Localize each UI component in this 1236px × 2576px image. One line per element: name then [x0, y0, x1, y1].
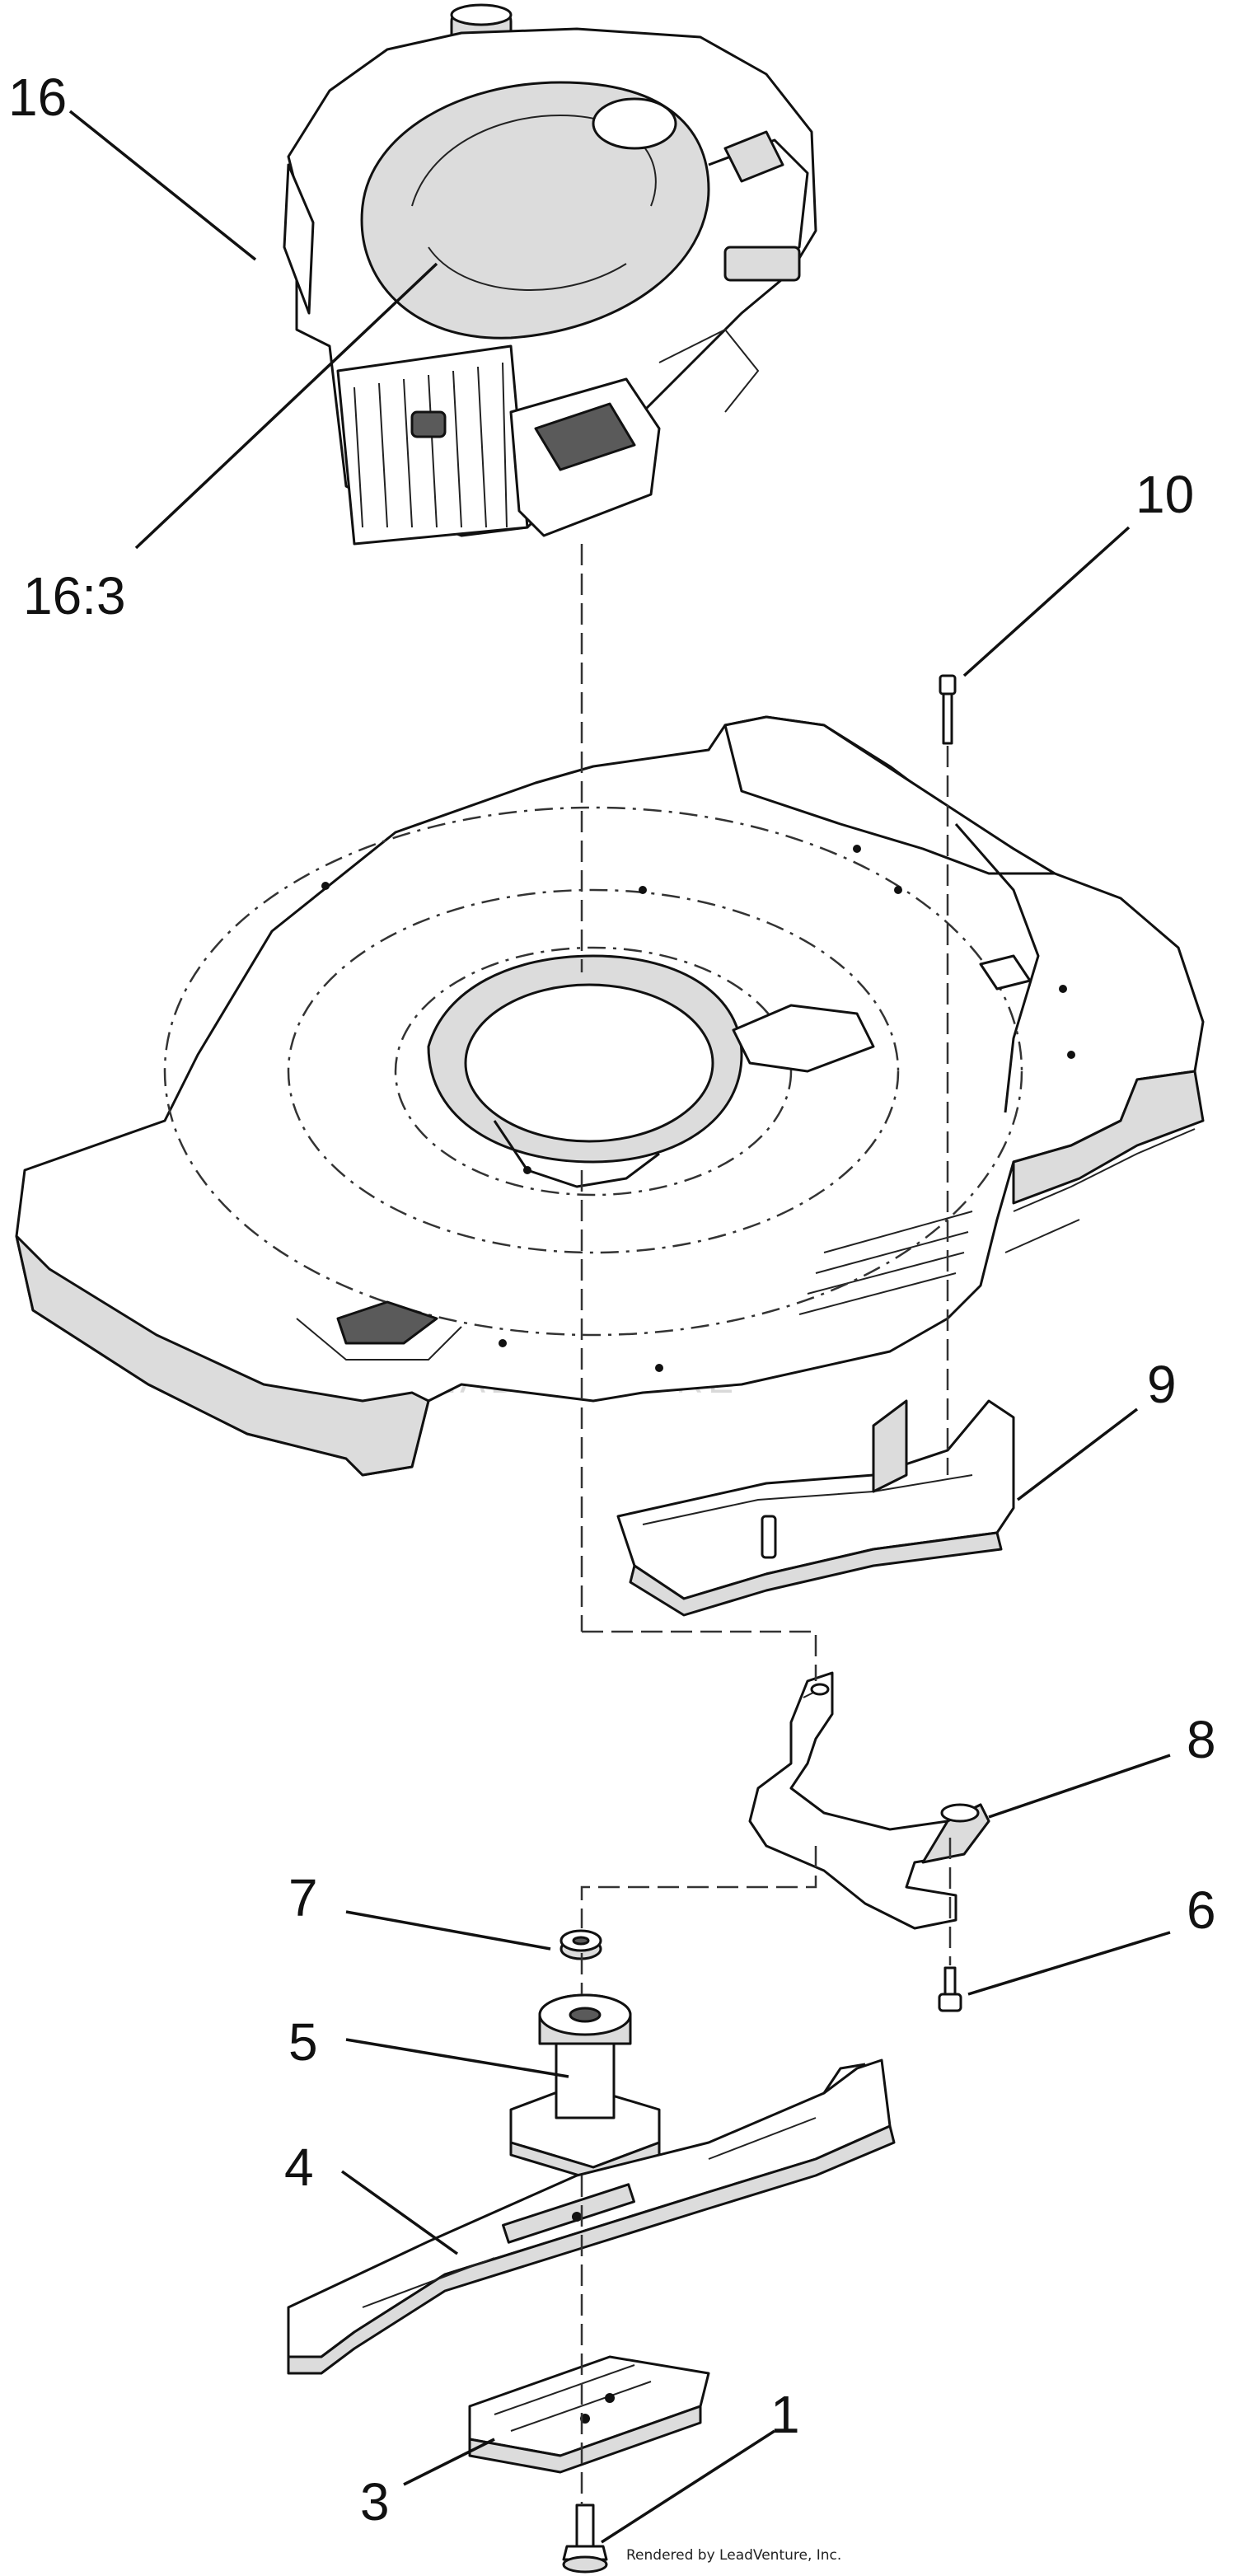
callout-3: 3: [360, 2472, 390, 2532]
callout-6: 6: [1187, 1880, 1216, 1940]
bolt-10: [939, 674, 957, 745]
bolt-6: [938, 1966, 962, 2012]
baffle: [616, 1399, 1015, 1617]
blade-stiffener: [468, 2355, 710, 2474]
callout-16: 16: [8, 68, 67, 127]
mower-deck: [15, 715, 1205, 1477]
callout-4: 4: [284, 2138, 314, 2197]
callout-1: 1: [770, 2385, 800, 2444]
leader-lines: [68, 110, 1171, 2544]
washer-7: [559, 1929, 602, 1960]
render-credit: Rendered by LeadVenture, Inc.: [626, 2547, 841, 2564]
assembly-axes: [580, 544, 952, 2505]
callout-7: 7: [288, 1868, 318, 1927]
bolt-1: [562, 2503, 608, 2574]
callout-10: 10: [1135, 465, 1194, 524]
callout-5: 5: [288, 2012, 318, 2072]
callout-9: 9: [1147, 1355, 1177, 1414]
callout-8: 8: [1187, 1710, 1216, 1769]
callouts: 16 16:3 10 9 8 7 6 5 4 3 1: [8, 68, 1216, 2532]
blade-adapter-bracket: [748, 1671, 990, 1930]
callout-16-3: 16:3: [23, 566, 126, 625]
engine: [283, 3, 817, 546]
blade-hub: [509, 1993, 661, 2181]
mower-blade: [287, 2058, 896, 2375]
